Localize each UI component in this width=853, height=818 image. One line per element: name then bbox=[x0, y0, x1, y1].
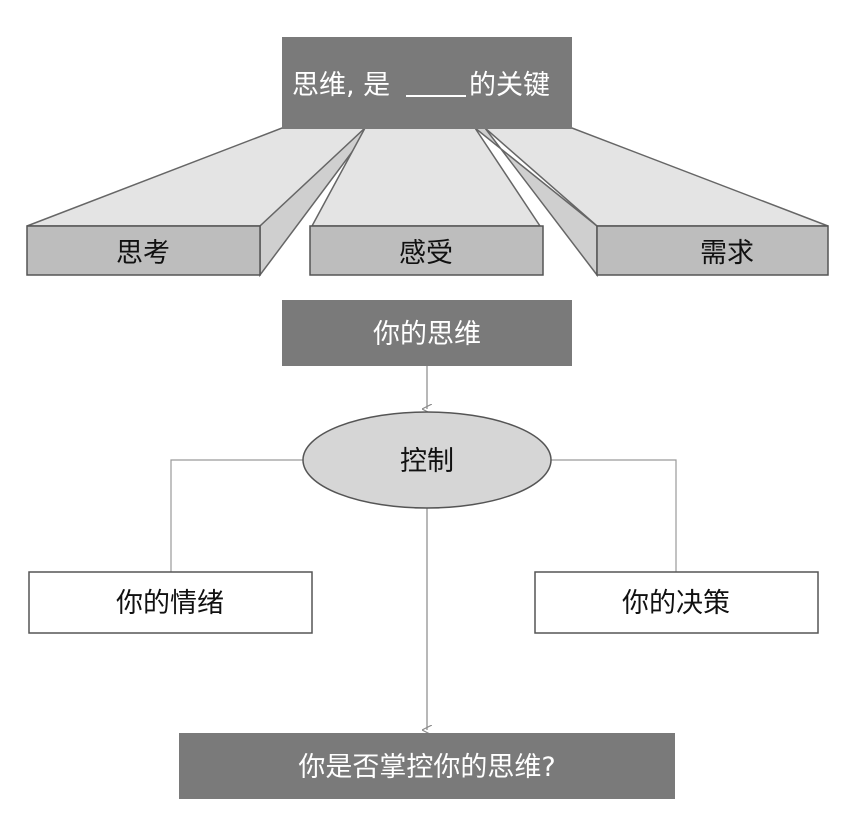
your-decisions-label: 你的决策 bbox=[622, 588, 730, 619]
factor-label-needs: 需求 bbox=[700, 238, 754, 269]
your-thinking-box bbox=[282, 300, 572, 366]
question-label: 你是否掌控你的思维? bbox=[298, 752, 555, 783]
title-suffix: 的关键 bbox=[469, 70, 550, 101]
question-box bbox=[179, 733, 675, 799]
your-decisions-box bbox=[534, 571, 819, 634]
factor-box-thinking bbox=[26, 225, 261, 276]
your-emotions-box bbox=[28, 571, 313, 634]
factor-box-needs bbox=[596, 225, 829, 276]
control-label: 控制 bbox=[400, 446, 454, 477]
factor-box-feeling bbox=[309, 225, 544, 276]
connector-control-to-decisions bbox=[550, 459, 677, 572]
title-prefix: 思维, 是 bbox=[292, 70, 390, 101]
your-thinking-label: 你的思维 bbox=[373, 319, 481, 350]
title-box bbox=[282, 37, 572, 129]
your-emotions-label: 你的情绪 bbox=[116, 588, 224, 619]
factor-label-thinking: 思考 bbox=[116, 238, 170, 269]
factor-label-feeling: 感受 bbox=[399, 238, 453, 269]
connector-control-to-emotions bbox=[170, 459, 305, 572]
control-ellipse bbox=[302, 411, 552, 509]
